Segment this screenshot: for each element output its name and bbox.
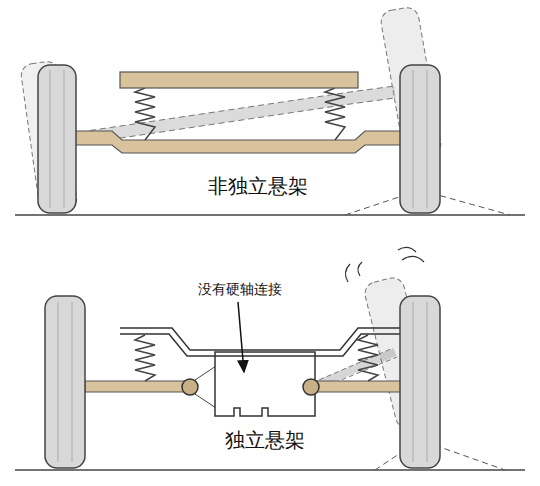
caption-label: 非独立悬架 [206, 174, 310, 198]
callout-label: 没有硬轴连接 [196, 281, 284, 298]
caption-label: 独立悬架 [223, 428, 307, 452]
leader-line [238, 302, 244, 372]
independent-suspension [15, 247, 525, 470]
dependent-suspension [15, 6, 525, 215]
